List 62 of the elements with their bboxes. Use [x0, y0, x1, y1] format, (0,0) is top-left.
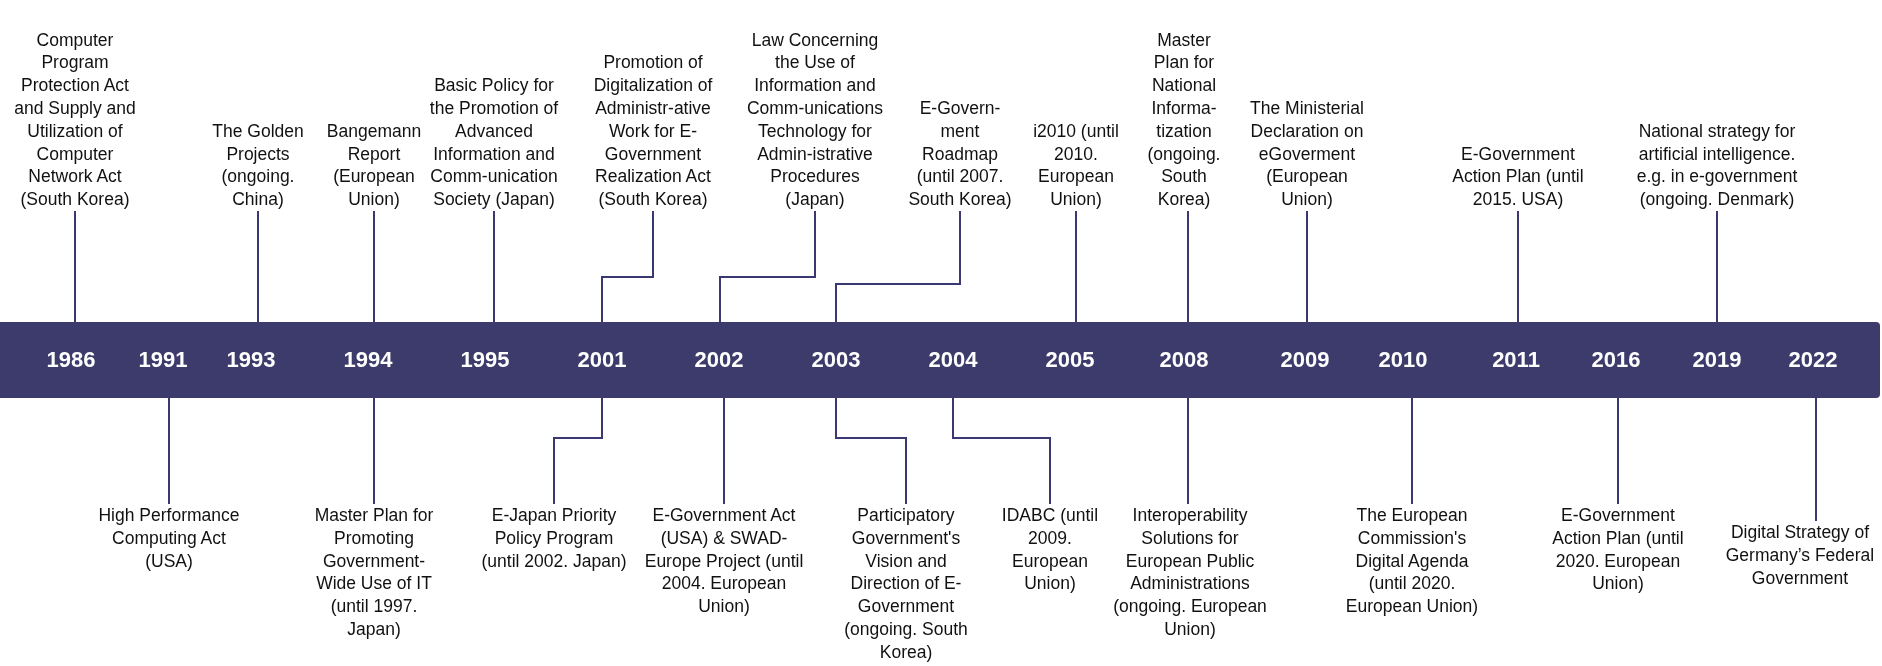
event-text: Computer Program Protection Act and Supply and Utilization of Computer Network Act (South Korea) — [5, 28, 145, 211]
connector-line — [373, 210, 375, 323]
connector-line — [493, 210, 495, 323]
connector-line — [1187, 210, 1189, 323]
event-text: E-Govern-ment Roadmap (until 2007. South Korea) — [902, 97, 1018, 211]
year-label: 2009 — [1280, 346, 1330, 374]
year-label: 2008 — [1159, 346, 1209, 374]
year-label: 1991 — [138, 346, 188, 374]
connector-line — [1716, 210, 1718, 323]
event-text: IDABC (until 2009. European Union) — [1000, 504, 1100, 596]
connector-line — [1411, 397, 1413, 505]
year-label: 2011 — [1492, 346, 1540, 374]
connector-line — [835, 397, 907, 505]
event-text: High Performance Computing Act (USA) — [89, 504, 249, 573]
event-text: Law Concerning the Use of Information and Comm-unications Technology for Admin-istrative Procedures (Japan) — [743, 28, 887, 211]
year-label: 2004 — [928, 346, 978, 374]
event-text: Bangemann Report (European Union) — [321, 119, 427, 211]
year-label: 1986 — [46, 346, 96, 374]
event-text: E-Japan Priority Policy Program (until 2002. Japan) — [474, 504, 634, 573]
year-label: 2022 — [1788, 346, 1838, 374]
event-text: i2010 (until 2010. European Union) — [1026, 119, 1126, 211]
connector-line — [601, 210, 654, 323]
connector-line — [1075, 210, 1077, 323]
connector-line — [1815, 397, 1817, 522]
event-text: Master Plan for Promoting Government-Wide Use of IT (until 1997. Japan) — [307, 504, 441, 641]
event-text: The Golden Projects (ongoing. China) — [206, 119, 310, 211]
connector-line — [952, 397, 1051, 505]
event-text: The European Commission's Digital Agenda (until 2020. European Union) — [1337, 504, 1487, 618]
year-label: 2016 — [1591, 346, 1641, 374]
year-label: 2005 — [1045, 346, 1095, 374]
event-text: The Ministerial Declaration on eGoverment (European Union) — [1242, 97, 1372, 211]
year-label: 2010 — [1378, 346, 1428, 374]
event-text: Promotion of Digitalization of Administr-ative Work for E-Government Realization Act (South Korea) — [583, 51, 723, 211]
event-text: Basic Policy for the Promotion of Advanced Information and Comm-unication Society (Japan) — [427, 74, 561, 211]
connector-line — [1617, 397, 1619, 505]
event-text: Master Plan for National Informa-tization (ongoing. South Korea) — [1138, 28, 1230, 211]
connector-line — [1517, 210, 1519, 323]
connector-line — [723, 397, 725, 505]
event-text: Digital Strategy of Germany’s Federal Government — [1720, 521, 1880, 590]
connector-line — [553, 397, 603, 505]
event-text: E-Government Act (USA) & SWAD-Europe Project (until 2004. European Union) — [642, 504, 806, 618]
connector-line — [835, 210, 961, 323]
connector-line — [1187, 397, 1189, 505]
event-text: Interoperability Solutions for European Public Administrations (ongoing. European Union) — [1104, 504, 1276, 641]
event-text: Participatory Government's Vision and Direction of E-Government (ongoing. South Korea) — [838, 504, 974, 664]
year-label: 2001 — [577, 346, 627, 374]
connector-line — [168, 397, 170, 505]
connector-line — [719, 210, 816, 323]
connector-line — [373, 397, 375, 505]
connector-line — [74, 210, 76, 323]
event-text: National strategy for artificial intelligence. e.g. in e-government (ongoing. Denmark) — [1633, 119, 1801, 211]
year-label: 2019 — [1692, 346, 1742, 374]
year-label: 2003 — [811, 346, 861, 374]
event-text: E-Government Action Plan (until 2015. USA) — [1440, 142, 1596, 211]
year-label: 1993 — [226, 346, 276, 374]
connector-line — [1306, 210, 1308, 323]
year-label: 2002 — [694, 346, 744, 374]
year-label: 1995 — [460, 346, 510, 374]
timeline-bar — [0, 322, 1880, 398]
event-text: E-Government Action Plan (until 2020. European Union) — [1543, 504, 1693, 596]
connector-line — [257, 210, 259, 323]
year-label: 1994 — [343, 346, 393, 374]
